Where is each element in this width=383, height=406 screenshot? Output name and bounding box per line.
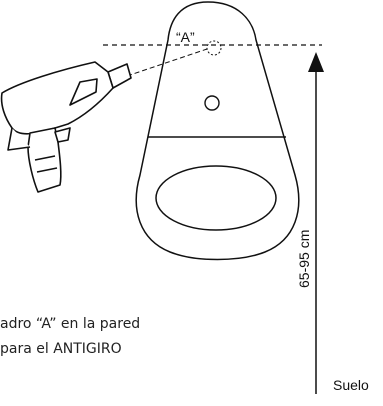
toilet-body-outline [135, 1, 300, 261]
drill-icon [0, 61, 132, 193]
fixing-hole [204, 95, 220, 111]
drill-bit-line [126, 48, 208, 77]
bowl-opening [155, 165, 277, 231]
floor-label: Suelo [333, 377, 369, 393]
point-a-marker [206, 40, 222, 56]
caption-line-1: adro “A” en la pared [0, 316, 141, 332]
point-a-label: “A” [176, 29, 195, 45]
caption-line-2: para el ANTIGIRO [0, 341, 122, 357]
height-arrow-head [308, 52, 324, 72]
height-label: 65-95 cm [296, 230, 312, 288]
